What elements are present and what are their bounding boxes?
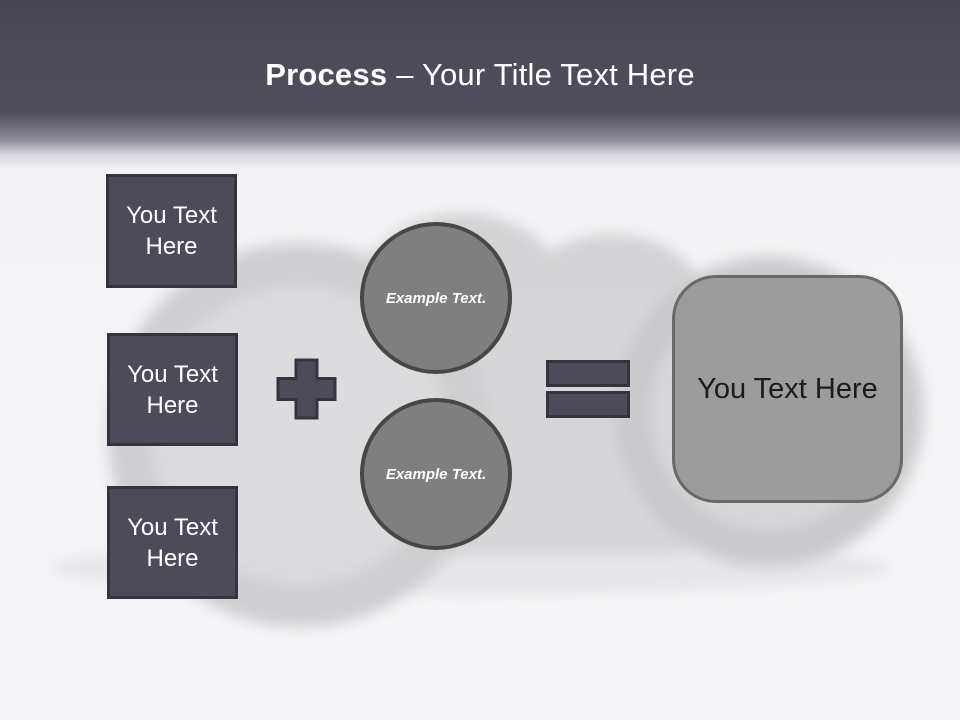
slide-title-subtitle: – Your Title Text Here	[396, 57, 695, 92]
result-box-label: You Text Here	[697, 373, 878, 405]
example-circle-2[interactable]: Example Text.	[360, 398, 512, 550]
slide-title-keyword: Process	[265, 57, 388, 92]
input-box-2[interactable]: You Text Here	[107, 333, 238, 446]
input-box-1[interactable]: You Text Here	[106, 174, 237, 288]
slide-title[interactable]: Process– Your Title Text Here	[0, 55, 960, 95]
result-box[interactable]: You Text Here	[672, 275, 903, 503]
plus-icon	[275, 357, 338, 426]
equals-icon	[546, 360, 630, 423]
example-circle-1[interactable]: Example Text.	[360, 222, 512, 374]
input-box-3-label: You Text Here	[127, 513, 218, 572]
input-box-3[interactable]: You Text Here	[107, 486, 238, 599]
input-box-2-label: You Text Here	[127, 360, 218, 419]
input-box-1-label: You Text Here	[126, 202, 217, 260]
example-circle-2-label: Example Text.	[385, 465, 487, 483]
example-circle-1-label: Example Text.	[385, 289, 487, 307]
